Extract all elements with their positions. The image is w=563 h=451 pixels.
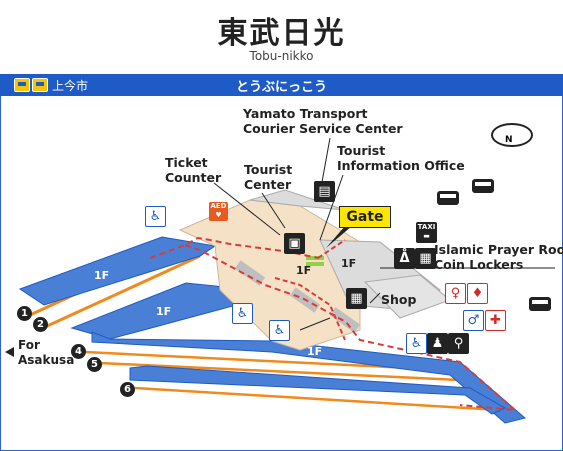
station-kana-bar: 上今市 とうぶにっこう xyxy=(0,74,563,96)
label-ticket-counter: Ticket Counter xyxy=(165,155,222,185)
gate-label: Gate xyxy=(339,206,391,228)
wheelchair-icon: ♿ xyxy=(232,303,253,324)
leader-line xyxy=(319,174,344,241)
label-tourist-info: Tourist Information Office xyxy=(337,143,465,173)
bus-icon xyxy=(437,191,459,205)
track-number-2: 2 xyxy=(33,317,48,332)
track-number-1: 1 xyxy=(17,306,32,321)
wheelchair-icon: ♿ xyxy=(406,333,427,354)
compass-icon xyxy=(491,123,533,147)
courier-icon: ▤ xyxy=(314,181,335,202)
floor-label: 1F xyxy=(307,345,323,358)
train-icon xyxy=(32,78,48,92)
stairs xyxy=(329,307,361,333)
stairs xyxy=(234,260,266,286)
direction-arrow xyxy=(5,347,14,357)
leader-line xyxy=(261,192,286,229)
wheelchair-icon: ♿ xyxy=(269,320,290,341)
aed-text: AED xyxy=(210,202,227,210)
track-6 xyxy=(134,386,501,412)
taxi-icon: TAXI▬ xyxy=(416,222,437,243)
baby-care-icon: ⚲ xyxy=(448,333,469,354)
label-for-asakusa: For Asakusa xyxy=(18,338,75,367)
track-5 xyxy=(99,361,481,383)
toilet-icon: ♦ xyxy=(467,283,488,304)
locker-icon: ▦ xyxy=(346,288,367,309)
station-name-jp: 東武日光 xyxy=(217,16,346,51)
platform-d xyxy=(129,365,507,415)
previous-station: 上今市 xyxy=(12,77,88,93)
track-2 xyxy=(44,254,201,329)
station-name-en: Tobu-nikko xyxy=(249,49,314,63)
leader-line xyxy=(299,317,331,331)
leader-line xyxy=(321,137,331,183)
male-toilet-icon: ♂ xyxy=(463,310,484,331)
leader-line xyxy=(213,182,281,236)
aed-icon: AED♥ xyxy=(209,202,228,221)
toilet-icon: ♟ xyxy=(427,333,448,354)
floor-label: 1F xyxy=(156,305,172,318)
label-shop: Shop xyxy=(381,292,417,307)
route-path xyxy=(184,244,518,412)
label-yamato: Yamato Transport Courier Service Center xyxy=(243,106,403,136)
previous-station-name: 上今市 xyxy=(52,78,89,93)
train-icon xyxy=(14,78,30,92)
platform-a xyxy=(18,236,217,306)
label-tourist-center: Tourist Center xyxy=(244,162,293,192)
leader-line xyxy=(369,292,381,304)
wheelchair-icon: ♿ xyxy=(145,206,166,227)
female-toilet-icon: ♀ xyxy=(445,283,466,304)
track-number-4: 4 xyxy=(71,344,86,359)
gate-marker xyxy=(306,262,324,266)
platform-c xyxy=(91,331,527,424)
toilet-icon: ✚ xyxy=(485,310,506,331)
label-prayer-lockers: Islamic Prayer Room Coin Lockers xyxy=(434,242,563,272)
coin-locker-icon: ▦ xyxy=(415,248,436,269)
bus-icon xyxy=(529,297,551,311)
route-path xyxy=(274,277,346,341)
track-number-5: 5 xyxy=(87,357,102,372)
station-header: 東武日光 Tobu-nikko xyxy=(0,0,563,74)
gate-pointer xyxy=(326,226,352,248)
bus-icon xyxy=(472,179,494,193)
floor-label: 1F xyxy=(296,264,312,277)
station-name-kana: とうぶにっこう xyxy=(235,80,327,95)
ticket-counter-icon: ▣ xyxy=(284,233,305,254)
floor-label: 1F xyxy=(308,387,324,400)
prayer-room-icon: ᐂ xyxy=(394,248,415,269)
compass-north: N xyxy=(505,135,513,145)
floor-label: 1F xyxy=(94,269,110,282)
track-number-6: 6 xyxy=(120,382,135,397)
route-path xyxy=(317,239,346,259)
taxi-text: TAXI xyxy=(417,223,436,231)
floor-label: 1F xyxy=(341,257,357,270)
